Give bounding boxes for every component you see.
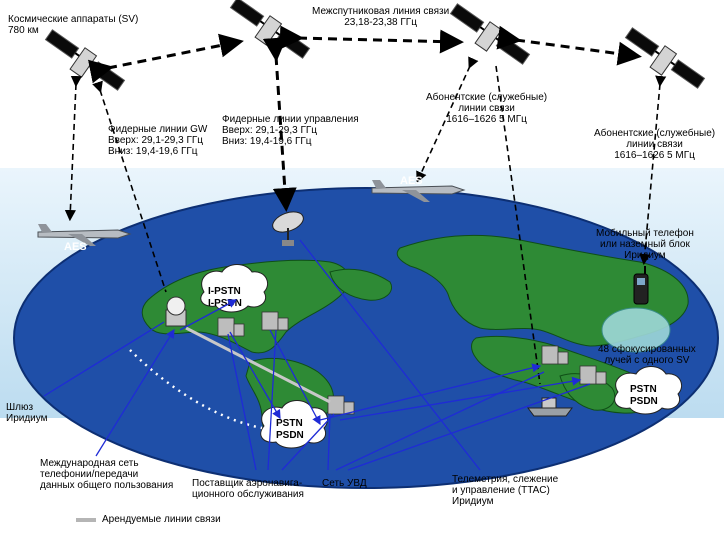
dish-antenna [272, 211, 304, 246]
satellite-1 [44, 29, 126, 91]
subscriber-1-line-1: Абонентские (служебные) [426, 92, 548, 103]
beam-cluster [601, 307, 671, 353]
aero-provider-line-1: Поставщик аэронавига- [192, 478, 303, 489]
cloud-right-line-1: PSTN [630, 384, 657, 395]
subscriber-2-line-1: Абонентские (служебные) [594, 128, 716, 139]
cloud-bottom-line-1: PSTN [276, 418, 303, 429]
satellite-4 [624, 27, 706, 89]
intersat-label-line-2: 23,18-23,38 ГГц [344, 17, 417, 28]
feeder-gw-line-3: Вниз: 19,4-19,6 ГГц [108, 146, 198, 157]
mobile-line-2: или наземный блок [599, 239, 690, 250]
intersat-links [87, 25, 642, 84]
beams-line-1: 48 сфокусированных [598, 344, 696, 355]
feeder-gw-label: Фидерные линии GW Вверх: 29,1-29,3 ГГц В… [108, 124, 207, 157]
gateway-building [165, 296, 187, 327]
ttac-line-3: Иридиум [452, 496, 494, 507]
feeder-gw-line-1: Фидерные линии GW [108, 124, 208, 135]
subscriber-1-line-3: 1616–1626 5 МГц [446, 114, 527, 125]
gateway-label: Шлюз Иридиум [6, 402, 48, 424]
ttac-line-2: и управление (TTAC) [452, 485, 550, 496]
ttac-line-1: Телеметрия, слежение [452, 474, 559, 485]
network-arrows [43, 239, 591, 471]
intersat-label-line-1: Межспутниковая линия связи [312, 6, 450, 17]
mobile-line-3: Иридиум [624, 250, 666, 261]
beams-line-2: лучей с одного SV [604, 355, 690, 366]
cloud-top [200, 264, 268, 313]
feeder-ctrl-line-1: Фидерные линии управления [222, 114, 359, 125]
cloud-top-line-2: I-PSDN [208, 298, 242, 309]
aes-label-right: AES [400, 175, 423, 187]
cloud-top-line-1: I-PSTN [208, 286, 241, 297]
subscriber-label-1: Абонентские (служебные) линии связи 1616… [426, 92, 547, 125]
ttac-label: Телеметрия, слежение и управление (TTAC)… [452, 474, 558, 507]
mobile-line-1: Мобильный телефон [596, 228, 694, 239]
spacecraft-label-line-2: 780 км [8, 25, 39, 36]
legend-leased-label: Арендуемые линии связи [102, 514, 221, 525]
intersat-label: Межспутниковая линия связи 23,18-23,38 Г… [312, 6, 449, 28]
intl-net-line-3: данных общего пользования [40, 480, 174, 491]
subscriber-2-line-3: 1616–1626 5 МГц [614, 150, 695, 161]
feeder-ctrl-line-3: Вниз: 19,4-19,6 ГГц [222, 136, 312, 147]
mobile-label: Мобильный телефон или наземный блок Ирид… [596, 228, 694, 261]
aes-label-left: AES [64, 241, 87, 253]
satellite-3 [449, 3, 531, 65]
feeder-ctrl-line-2: Вверх: 29,1-29,3 ГГц [222, 125, 318, 136]
cloud-right [614, 366, 682, 415]
intl-net-label: Международная сеть телефонии/передачи да… [40, 458, 173, 491]
subscriber-1-line-2: линии связи [458, 103, 515, 114]
spacecraft-label: Космические аппараты (SV) 780 км [8, 14, 138, 36]
aero-provider-label: Поставщик аэронавига- ционного обслужива… [192, 478, 304, 500]
feeder-gw-line-2: Вверх: 29,1-29,3 ГГц [108, 135, 204, 146]
aircraft-right [371, 180, 466, 202]
beams-label: 48 сфокусированных лучей с одного SV [598, 344, 696, 366]
leased-line [185, 326, 331, 404]
cloud-bottom-line-2: PSDN [276, 430, 304, 441]
subscriber-2-line-2: линии связи [626, 139, 683, 150]
intl-net-line-1: Международная сеть [40, 458, 139, 469]
feeder-ctrl-link [262, 37, 297, 212]
gateway-line-2: Иридиум [6, 413, 48, 424]
aircraft-left [37, 224, 132, 246]
atc-net-label: Сеть УВД [322, 478, 367, 489]
spacecraft-label-line-1: Космические аппараты (SV) [8, 14, 139, 25]
downlinks [64, 56, 667, 385]
buildings [217, 311, 607, 415]
aero-provider-line-2: ционного обслуживания [192, 489, 304, 500]
mobile-phone [633, 266, 649, 305]
subscriber-label-2: Абонентские (служебные) линии связи 1616… [594, 128, 715, 161]
intl-net-line-2: телефонии/передачи [40, 469, 139, 480]
satellite-2 [229, 0, 311, 59]
gateway-line-1: Шлюз [6, 402, 34, 413]
feeder-ctrl-label: Фидерные линии управления Вверх: 29,1-29… [222, 114, 359, 147]
cloud-right-line-2: PSDN [630, 396, 658, 407]
